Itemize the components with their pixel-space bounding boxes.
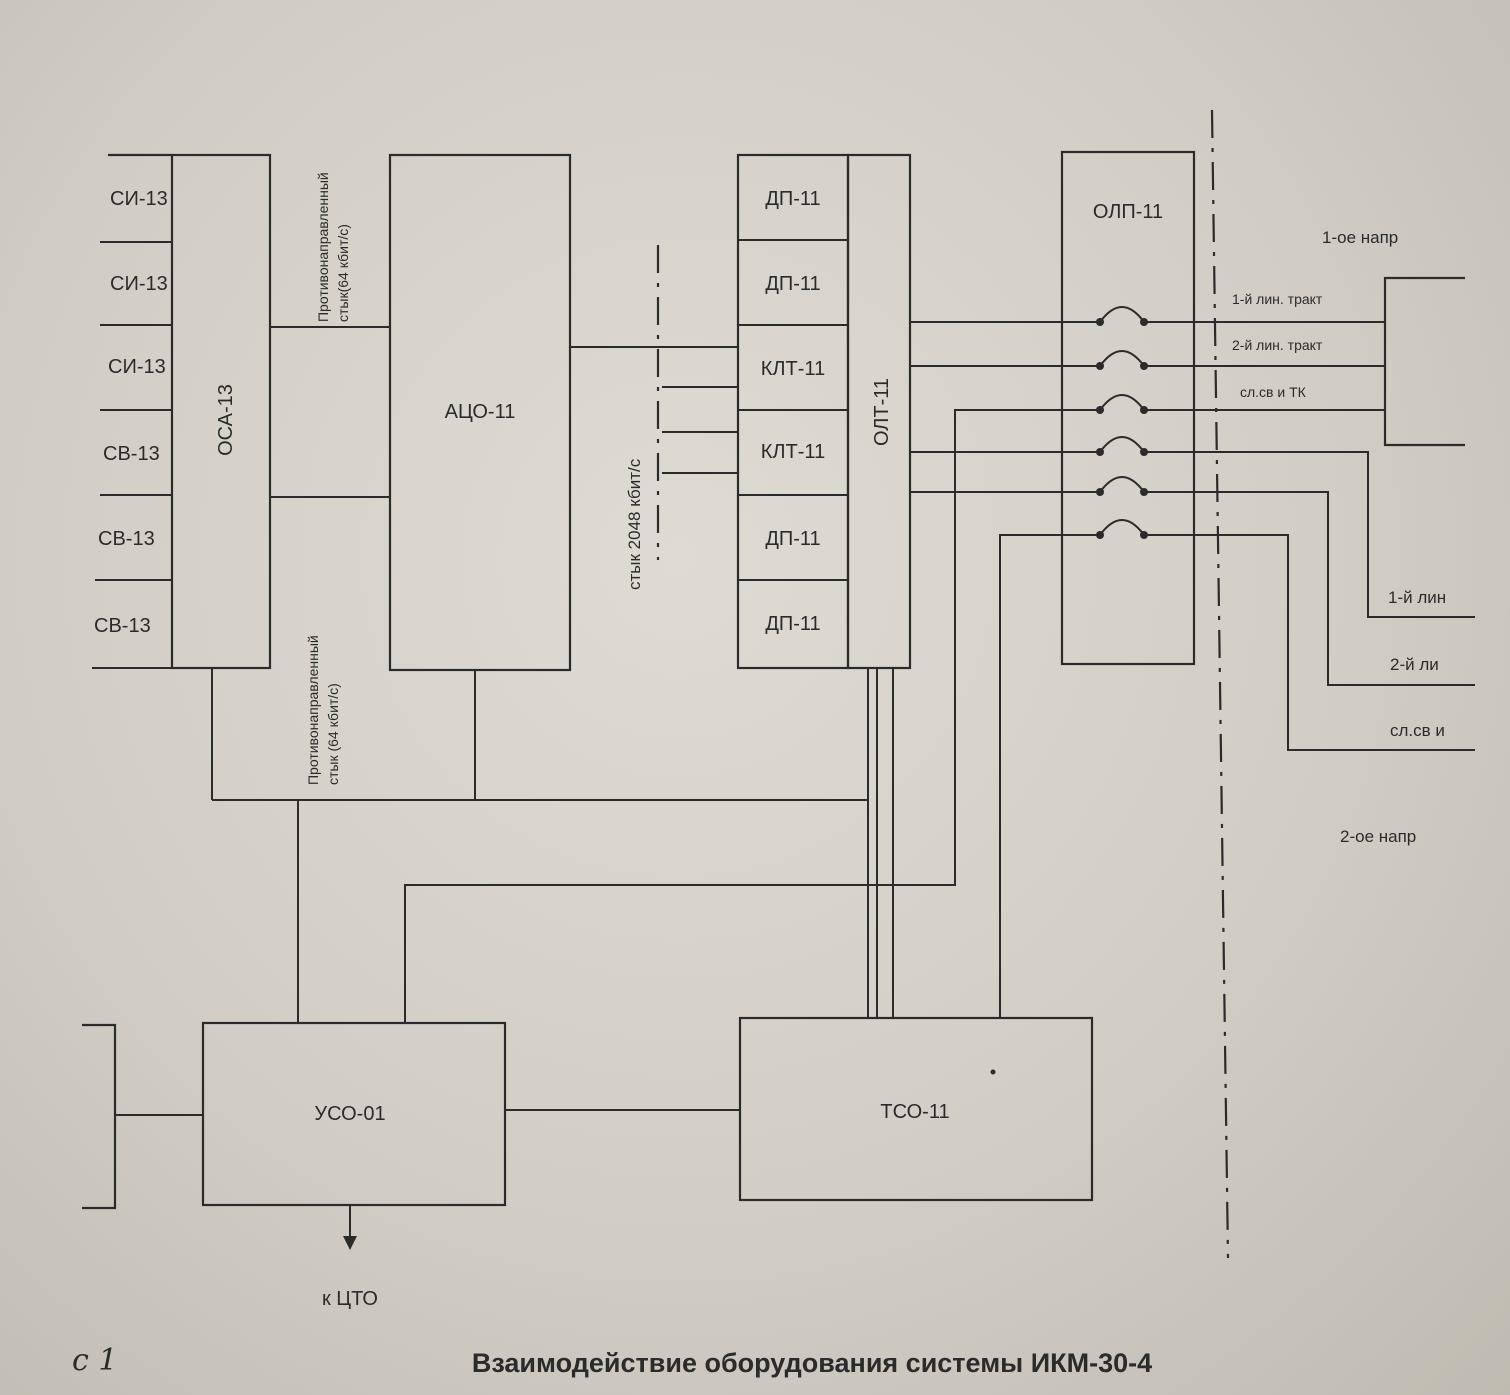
lower-service-label: сл.св и xyxy=(1390,721,1445,740)
aco-11-block: АЦО-11 xyxy=(388,153,572,672)
stream-interface-label: стык 2048 кбит/с xyxy=(625,458,644,590)
osa-13-label: ОСА-13 xyxy=(215,384,237,456)
klt-11-label-1: КЛТ-11 xyxy=(761,358,825,380)
left-subscriber-boxes: СИ-13 СИ-13 СИ-13 СВ-13 СВ-13 СВ-13 xyxy=(92,153,172,669)
tso-11-label: ТСО-11 xyxy=(880,1101,949,1123)
down-arrow-icon xyxy=(343,1236,357,1250)
left-box-label-1: СИ-13 xyxy=(110,188,168,210)
svg-text:Противонаправленный стык: Противонаправленный стык (64 кбит/с) xyxy=(305,631,341,785)
dp-11-label-3: ДП-11 xyxy=(765,528,820,550)
figure-number: с 1 xyxy=(72,1343,117,1378)
olp-11-label: ОЛП-11 xyxy=(1093,201,1163,223)
left-box-label-3: СИ-13 xyxy=(108,356,166,378)
station-boundary-line xyxy=(1210,109,1230,1259)
left-box-label-4: СВ-13 xyxy=(103,443,160,465)
uso-01-label: УСО-01 xyxy=(314,1103,385,1125)
olt-olp-links xyxy=(910,306,1475,1018)
lower-tract-1-label: 1-й лин xyxy=(1388,588,1446,607)
left-external-box xyxy=(82,1023,117,1210)
counter-interface-top-label: Противонаправленный стык(64 кбит/с) xyxy=(315,168,351,322)
figure-caption: Взаимодействие оборудования системы ИКМ-… xyxy=(472,1348,1152,1378)
direction-1-box xyxy=(1383,276,1465,447)
service-bus-lines xyxy=(211,668,956,1023)
direction-1-label: 1-ое напр xyxy=(1322,228,1398,247)
klt-11-label-2: КЛТ-11 xyxy=(761,441,825,463)
aco-11-label: АЦО-11 xyxy=(445,401,516,423)
dp-11-label-2: ДП-11 xyxy=(765,273,820,295)
lower-tract-2-label: 2-й ли xyxy=(1390,655,1439,674)
left-box-label-6: СВ-13 xyxy=(94,615,151,637)
olt-11-block: ОЛТ-11 xyxy=(846,153,912,670)
to-cto-label: к ЦТО xyxy=(322,1288,378,1310)
olt-11-label: ОЛТ-11 xyxy=(871,378,893,446)
tract-2-label: 2-й лин. тракт xyxy=(1232,337,1323,353)
dp-11-label-1: ДП-11 xyxy=(765,188,820,210)
osa-13-block: ОСА-13 xyxy=(170,153,272,670)
uso-01-block: УСО-01 xyxy=(201,1021,507,1207)
counter-interface-bottom-label: Противонаправленный стык (64 кбит/с) xyxy=(305,631,341,785)
olp-11-block: ОЛП-11 xyxy=(1060,150,1196,666)
left-box-label-2: СИ-13 xyxy=(110,273,168,295)
dp-11-label-4: ДП-11 xyxy=(765,613,820,635)
tract-1-label: 1-й лин. тракт xyxy=(1232,291,1323,307)
svg-text:Противонаправленный стык: Противонаправленный стык(64 кбит/с) xyxy=(315,168,351,322)
left-box-label-5: СВ-13 xyxy=(98,528,155,550)
tso-11-block: ТСО-11 xyxy=(738,1016,1094,1202)
service-label: сл.св и ТК xyxy=(1240,384,1307,400)
dp-klt-column: ДП-11 ДП-11 КЛТ-11 КЛТ-11 ДП-11 ДП-11 xyxy=(736,153,850,670)
direction-2-label: 2-ое напр xyxy=(1340,827,1416,846)
